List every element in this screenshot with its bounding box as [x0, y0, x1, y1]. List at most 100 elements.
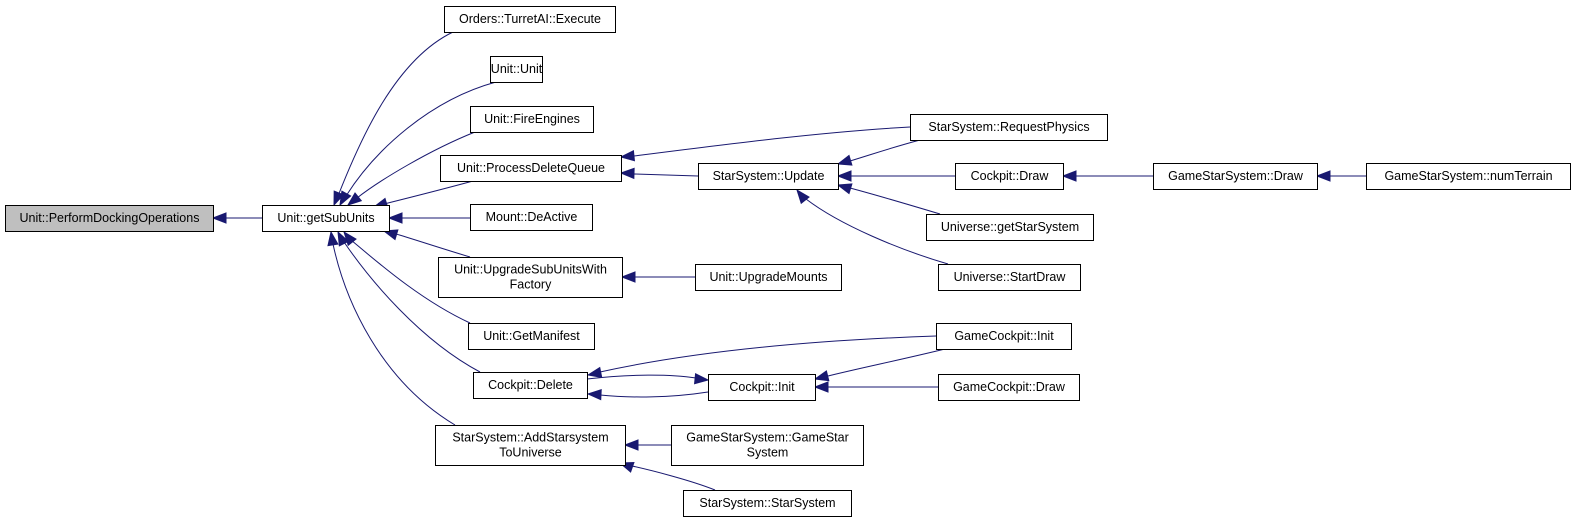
edge-line — [350, 239, 471, 324]
node-upgrade-mounts[interactable]: Unit::UpgradeMounts — [695, 264, 842, 291]
node-label: GameStarSystem::GameStar — [686, 431, 849, 445]
node-label: Unit::ProcessDeleteQueue — [457, 161, 605, 175]
edge-cockpit-delete-to-cockpit-init — [586, 372, 710, 385]
node-box — [1366, 163, 1571, 190]
edge-line — [337, 31, 454, 197]
node-cockpit-init[interactable]: Cockpit::Init — [708, 374, 816, 401]
edge-gamestarsystem-num-terrain-to-gamestarsystem-draw — [1315, 170, 1366, 182]
edge-arrowhead — [836, 183, 853, 195]
node-label: ToUniverse — [499, 446, 562, 460]
edge-gamecockpit-draw-to-cockpit-init — [813, 381, 938, 393]
node-label: GameStarSystem::numTerrain — [1384, 169, 1552, 183]
node-perform-docking[interactable]: Unit::PerformDockingOperations — [5, 205, 214, 232]
edge-process-delete-queue-to-get-sub-units — [372, 180, 474, 209]
edge-upgrade-mounts-to-upgrade-subunits-with-factory — [620, 271, 695, 283]
node-get-manifest[interactable]: Unit::GetManifest — [468, 323, 595, 350]
node-gamecockpit-draw[interactable]: GameCockpit::Draw — [938, 374, 1080, 401]
edge-arrowhead — [620, 271, 636, 283]
edge-arrowhead — [586, 388, 602, 401]
edge-universe-get-starsystem-to-starsystem-update — [836, 183, 941, 215]
node-turret-ai-execute[interactable]: Orders::TurretAI::Execute — [444, 6, 616, 33]
node-gamestarsystem-num-terrain[interactable]: GameStarSystem::numTerrain — [1366, 163, 1571, 190]
node-process-delete-queue[interactable]: Unit::ProcessDeleteQueue — [440, 155, 622, 182]
node-box — [440, 155, 622, 182]
edge-arrowhead — [339, 190, 352, 207]
node-starsystem-ctor[interactable]: StarSystem::StarSystem — [683, 490, 852, 517]
edge-line — [345, 81, 497, 197]
node-mount-deactive[interactable]: Mount::DeActive — [470, 204, 593, 231]
edge-line — [827, 348, 946, 377]
edge-request-physics-to-process-delete-queue — [619, 126, 911, 162]
node-box — [708, 374, 816, 401]
edge-turret-ai-execute-to-get-sub-units — [333, 31, 454, 207]
node-box — [1153, 163, 1318, 190]
node-box — [262, 205, 390, 232]
node-request-physics[interactable]: StarSystem::RequestPhysics — [910, 114, 1108, 141]
node-box — [671, 425, 864, 466]
node-unit-unit[interactable]: Unit::Unit — [490, 56, 543, 83]
node-label: Factory — [510, 278, 552, 292]
node-box — [470, 204, 593, 231]
node-label: Unit::UpgradeSubUnitsWith — [454, 263, 607, 277]
edge-arrowhead — [343, 230, 357, 247]
node-get-sub-units[interactable]: Unit::getSubUnits — [262, 205, 390, 232]
node-label: Orders::TurretAI::Execute — [459, 12, 601, 26]
edge-gamecockpit-init-to-cockpit-delete — [586, 335, 937, 378]
node-label: StarSystem::Update — [713, 169, 825, 183]
edge-arrowhead — [387, 212, 403, 224]
edge-line — [599, 391, 709, 398]
edge-starsystem-ctor-to-add-starsystem-to-universe — [618, 462, 716, 491]
node-box — [5, 205, 214, 232]
edge-arrowhead — [586, 366, 603, 378]
node-label: Unit::FireEngines — [484, 112, 580, 126]
node-box — [926, 214, 1094, 241]
edge-line — [383, 180, 474, 205]
node-box — [683, 490, 852, 517]
node-box — [473, 372, 588, 399]
edge-arrowhead — [1315, 170, 1331, 182]
node-cockpit-delete[interactable]: Cockpit::Delete — [473, 372, 588, 399]
edge-arrowhead — [813, 370, 830, 382]
node-box — [955, 163, 1064, 190]
node-label: Unit::PerformDockingOperations — [20, 211, 200, 225]
edge-arrowhead — [346, 192, 363, 206]
edge-cockpit-delete-to-get-sub-units — [337, 230, 481, 373]
node-gamecockpit-init[interactable]: GameCockpit::Init — [936, 323, 1072, 350]
node-box — [438, 257, 623, 298]
edge-get-manifest-to-get-sub-units — [343, 230, 471, 324]
node-label: System — [747, 446, 789, 460]
edge-arrowhead — [1061, 170, 1077, 182]
edge-line — [631, 465, 716, 491]
node-label: GameCockpit::Init — [954, 329, 1054, 343]
node-label: Unit::Unit — [491, 62, 543, 76]
node-label: Unit::UpgradeMounts — [709, 270, 827, 284]
node-label: Cockpit::Draw — [971, 169, 1050, 183]
node-universe-start-draw[interactable]: Universe::StartDraw — [938, 264, 1081, 291]
node-label: Unit::getSubUnits — [277, 211, 374, 225]
node-box — [470, 106, 594, 133]
node-starsystem-update[interactable]: StarSystem::Update — [698, 163, 839, 190]
node-box — [938, 374, 1080, 401]
node-box — [936, 323, 1072, 350]
node-box — [490, 56, 543, 83]
node-cockpit-draw[interactable]: Cockpit::Draw — [955, 163, 1064, 190]
edge-cockpit-draw-to-starsystem-update — [836, 170, 955, 182]
node-gamestarsystem-ctor[interactable]: GameStarSystem::GameStarSystem — [671, 425, 864, 466]
edge-arrowhead — [619, 149, 636, 162]
edge-arrowhead — [796, 188, 810, 205]
node-universe-get-starsystem[interactable]: Universe::getStarSystem — [926, 214, 1094, 241]
node-gamestarsystem-draw[interactable]: GameStarSystem::Draw — [1153, 163, 1318, 190]
edge-arrowhead — [337, 230, 350, 247]
node-label: GameCockpit::Draw — [953, 380, 1066, 394]
edge-line — [849, 139, 921, 162]
edge-line — [805, 198, 949, 265]
edge-line — [356, 131, 476, 199]
node-fire-engines[interactable]: Unit::FireEngines — [470, 106, 594, 133]
node-box — [910, 114, 1108, 141]
node-box — [695, 264, 842, 291]
edge-upgrade-subunits-with-factory-to-get-sub-units — [382, 229, 471, 258]
edge-line — [586, 374, 697, 380]
